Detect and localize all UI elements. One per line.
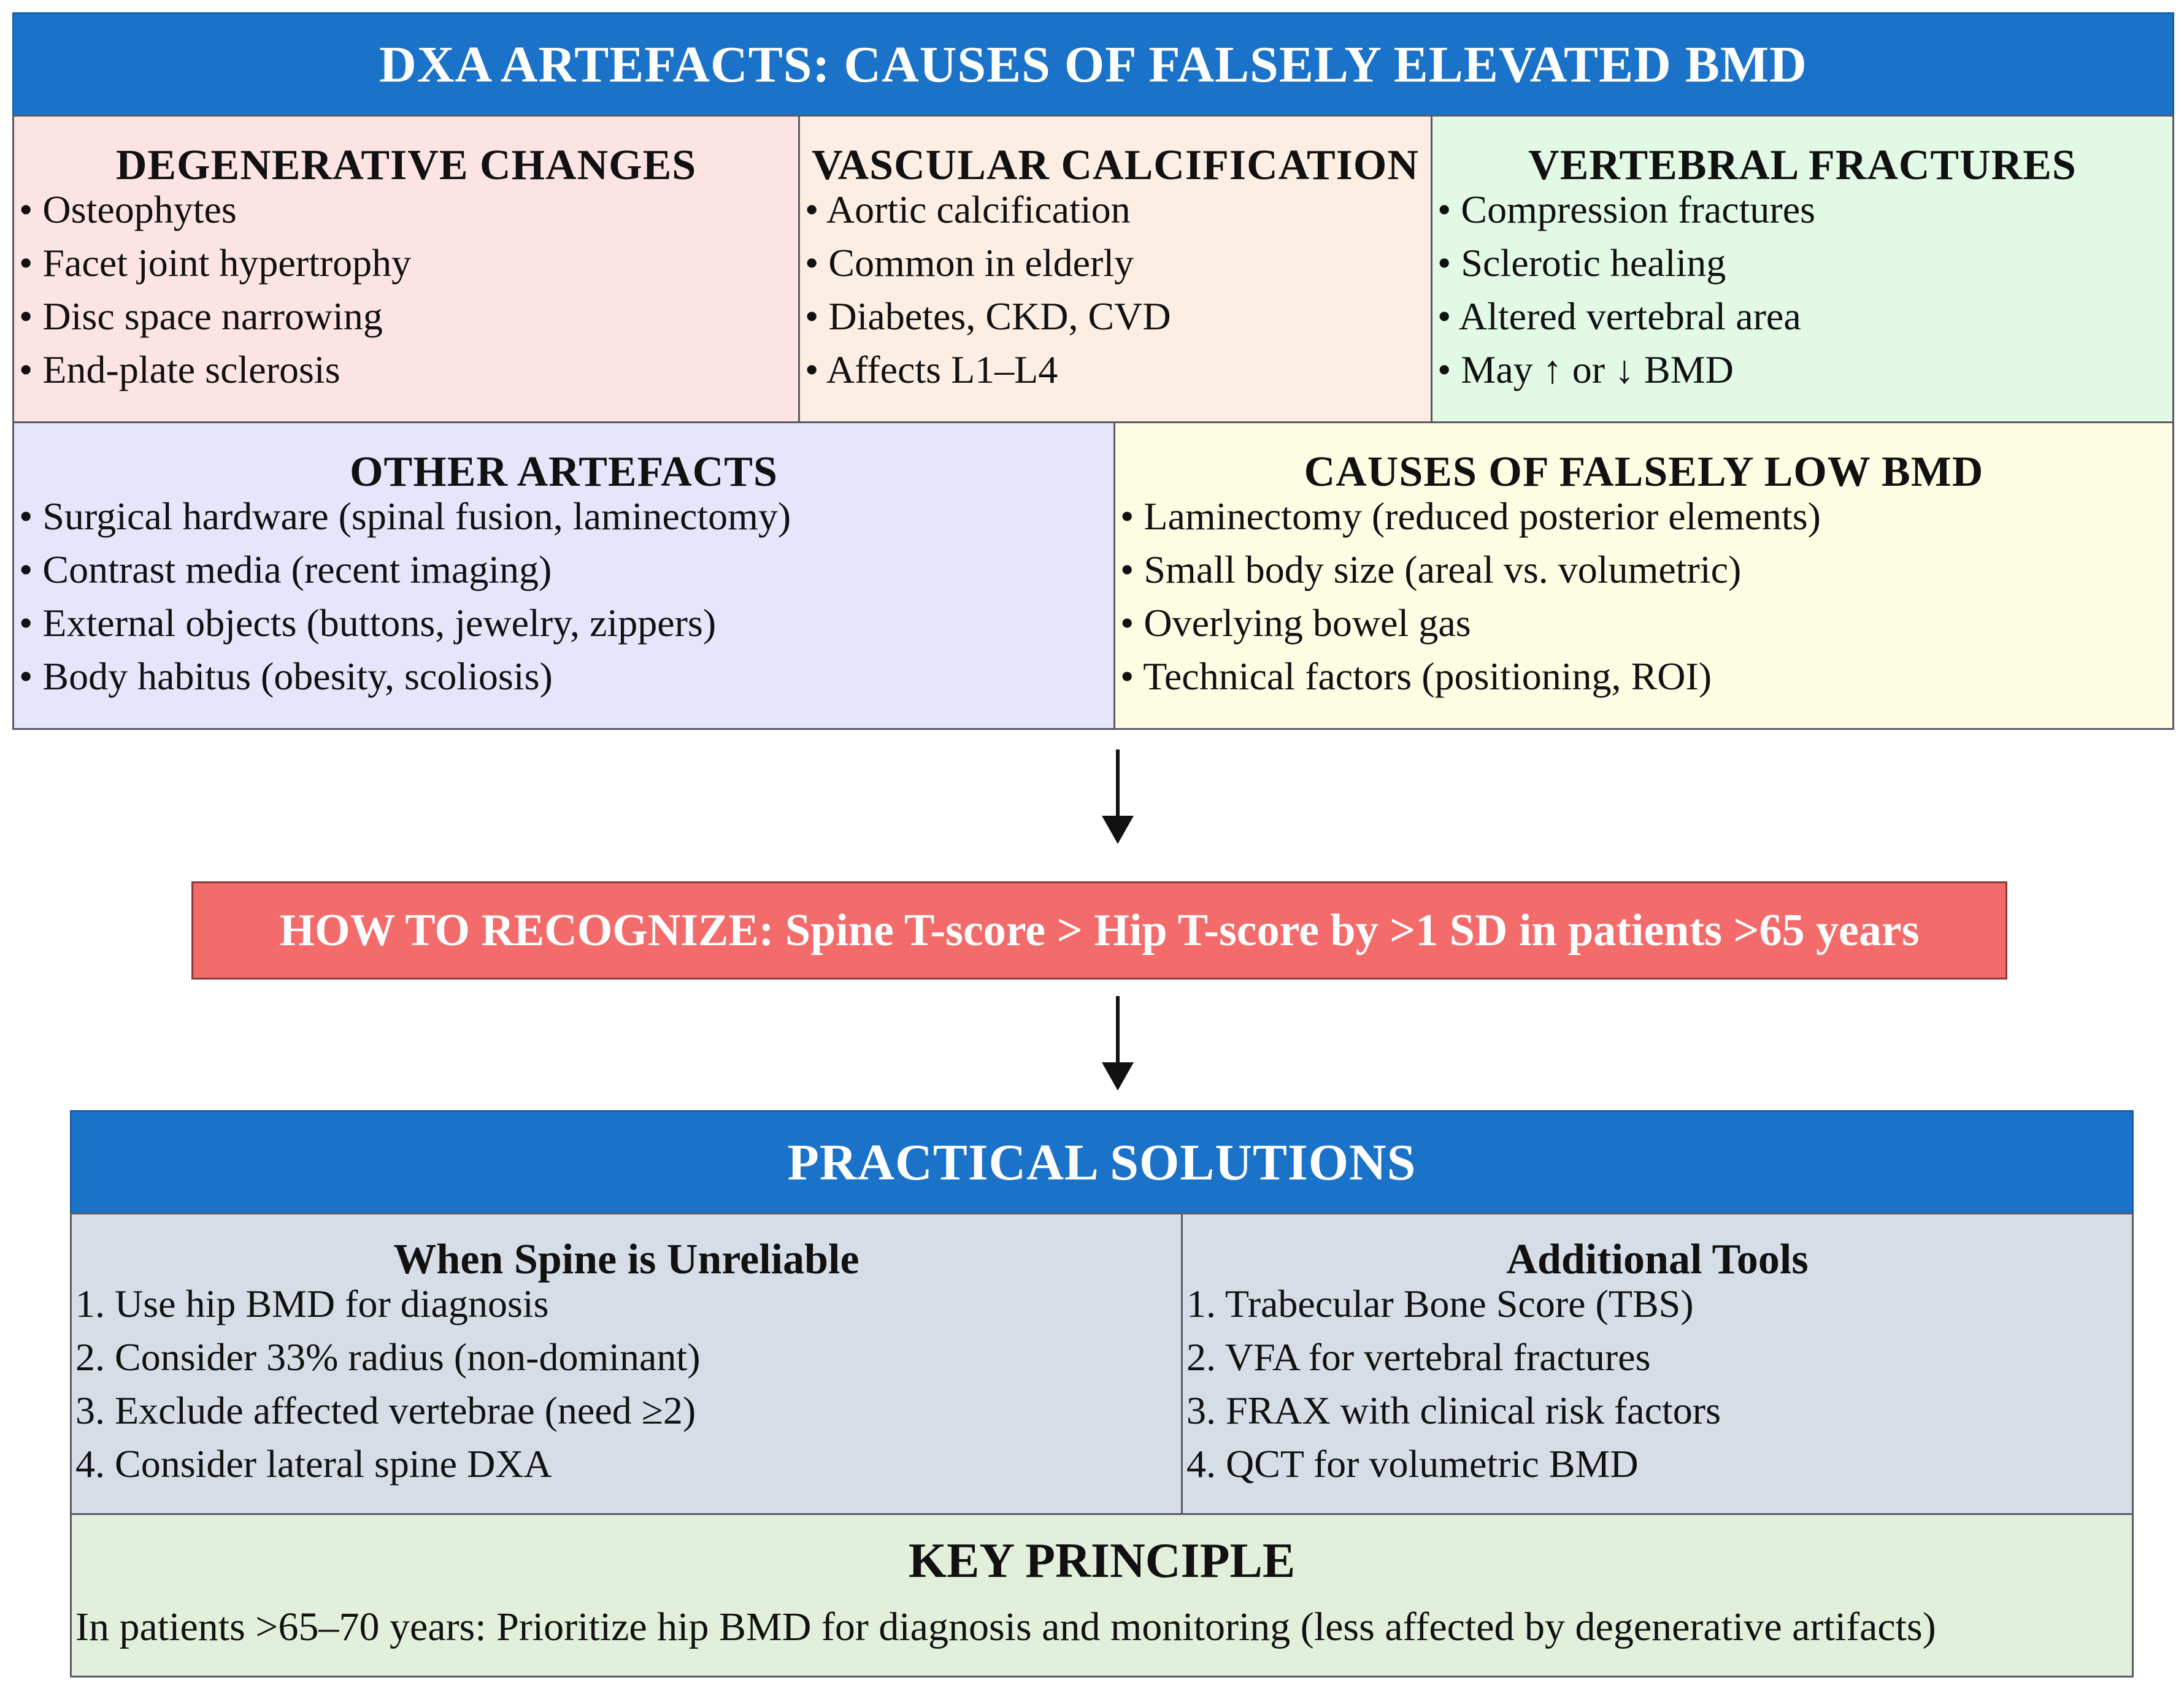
how-to-recognize-banner: HOW TO RECOGNIZE: Spine T-score > Hip T-… [191, 881, 2007, 980]
list-item: • Laminectomy (reduced posterior element… [1120, 494, 1821, 538]
key-principle-title: KEY PRINCIPLE [908, 1534, 1296, 1588]
list-item: • Compression fractures [1437, 188, 1816, 231]
list-item: • Altered vertebral area [1437, 294, 1801, 338]
list-item: 4. QCT for volumetric BMD [1186, 1442, 1639, 1486]
list-item: 3. Exclude affected vertebrae (need ≥2) [75, 1389, 696, 1432]
down-arrow-icon [1102, 816, 1134, 844]
degenerative-changes-box: DEGENERATIVE CHANGES • Osteophytes • Fac… [12, 115, 800, 423]
list-item: • Affects L1–L4 [805, 348, 1058, 391]
practical-solutions-title: PRACTICAL SOLUTIONS [70, 1110, 2134, 1214]
other-artefacts-box: OTHER ARTEFACTS • Surgical hardware (spi… [12, 421, 1115, 730]
key-principle-text: In patients >65–70 years: Prioritize hip… [75, 1605, 1936, 1649]
key-principle-box: KEY PRINCIPLE In patients >65–70 years: … [70, 1513, 2134, 1678]
list-item: • Common in elderly [805, 241, 1134, 285]
list-item: • Diabetes, CKD, CVD [805, 294, 1171, 338]
list-item: • External objects (buttons, jewelry, zi… [19, 601, 717, 645]
list-item: 4. Consider lateral spine DXA [75, 1442, 552, 1486]
list-item: • End-plate sclerosis [19, 348, 340, 391]
vascular-calcification-title: VASCULAR CALCIFICATION [812, 142, 1419, 189]
list-item: • Body habitus (obesity, scoliosis) [19, 654, 553, 698]
list-item: • Sclerotic healing [1437, 241, 1726, 285]
diagram-title: DXA ARTEFACTS: CAUSES OF FALSELY ELEVATE… [12, 12, 2174, 117]
down-arrow-icon [1102, 1062, 1134, 1091]
falsely-low-bmd-title: CAUSES OF FALSELY LOW BMD [1304, 448, 1984, 496]
list-item: • May ↑ or ↓ BMD [1437, 348, 1734, 391]
list-item: 2. Consider 33% radius (non-dominant) [75, 1335, 701, 1379]
list-item: • Small body size (areal vs. volumetric) [1120, 548, 1742, 591]
list-item: • Facet joint hypertrophy [19, 241, 412, 285]
degenerative-changes-title: DEGENERATIVE CHANGES [115, 142, 697, 189]
spine-unreliable-title: When Spine is Unreliable [393, 1236, 859, 1283]
down-arrow-shaft [1116, 996, 1120, 1064]
list-item: • Technical factors (positioning, ROI) [1120, 654, 1712, 698]
other-artefacts-title: OTHER ARTEFACTS [350, 448, 778, 496]
list-item: 2. VFA for vertebral fractures [1186, 1335, 1651, 1379]
list-item: 1. Trabecular Bone Score (TBS) [1186, 1282, 1694, 1325]
vertebral-fractures-box: VERTEBRAL FRACTURES • Compression fractu… [1431, 115, 2174, 423]
spine-unreliable-box: When Spine is Unreliable 1. Use hip BMD … [70, 1213, 1183, 1515]
additional-tools-title: Additional Tools [1506, 1236, 1809, 1283]
vertebral-fractures-title: VERTEBRAL FRACTURES [1528, 142, 2077, 189]
list-item: 1. Use hip BMD for diagnosis [75, 1282, 549, 1325]
list-item: • Overlying bowel gas [1120, 601, 1471, 645]
list-item: 3. FRAX with clinical risk factors [1186, 1389, 1721, 1432]
list-item: • Osteophytes [19, 188, 237, 231]
list-item: • Contrast media (recent imaging) [19, 548, 552, 591]
falsely-low-bmd-box: CAUSES OF FALSELY LOW BMD • Laminectomy … [1113, 421, 2174, 730]
additional-tools-box: Additional Tools 1. Trabecular Bone Scor… [1181, 1213, 2134, 1515]
list-item: • Surgical hardware (spinal fusion, lami… [19, 494, 791, 538]
list-item: • Aortic calcification [805, 188, 1131, 231]
vascular-calcification-box: VASCULAR CALCIFICATION • Aortic calcific… [798, 115, 1432, 423]
list-item: • Disc space narrowing [19, 294, 383, 338]
down-arrow-shaft [1116, 750, 1120, 817]
